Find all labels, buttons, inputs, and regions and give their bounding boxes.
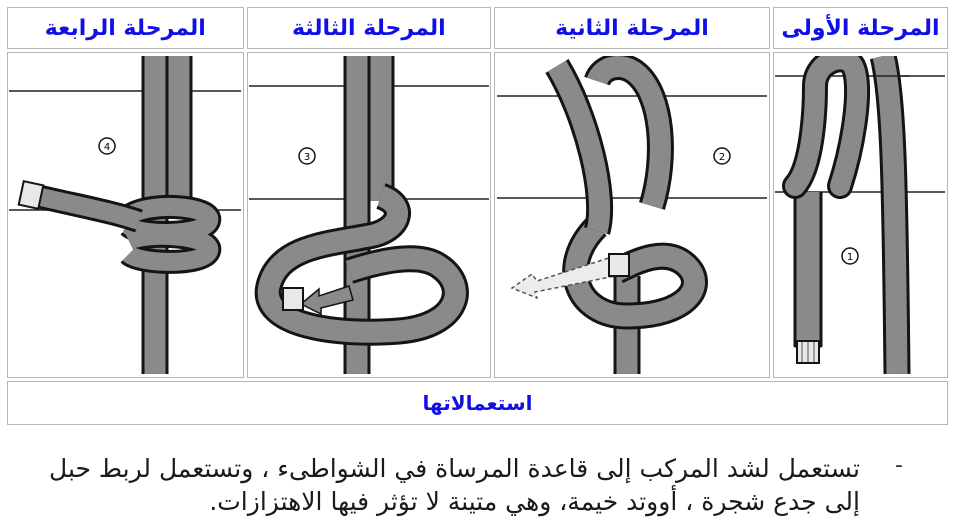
bullet-marker: - <box>895 453 903 478</box>
stage-2-number: 2 <box>719 152 725 163</box>
knot-stage-2-image: 2 <box>497 56 767 374</box>
stage-4-illustration: 4 <box>7 52 244 378</box>
stage-1-number: 1 <box>847 252 853 263</box>
uses-description-text: تستعمل لشد المركب إلى قاعدة المرساة في ا… <box>40 452 860 518</box>
uses-heading: استعمالاتها <box>7 381 948 425</box>
stage-3-number: 3 <box>304 152 310 163</box>
knot-stages-table: المرحلة الأولى المرحلة الثانية المرحلة ا… <box>4 4 951 428</box>
knot-stage-1-image: 1 <box>775 56 945 374</box>
stage-4-title: المرحلة الرابعة <box>7 7 244 49</box>
stage-1-illustration: 1 <box>773 52 948 378</box>
stage-2-illustration: 2 <box>494 52 770 378</box>
stage-3-title: المرحلة الثالثة <box>247 7 492 49</box>
knot-stage-3-image: 3 <box>249 56 489 374</box>
stage-3-illustration: 3 <box>247 52 492 378</box>
stage-4-number: 4 <box>104 142 110 153</box>
knot-stage-4-image: 4 <box>9 56 241 374</box>
stage-1-title: المرحلة الأولى <box>773 7 948 49</box>
uses-description: - تستعمل لشد المركب إلى قاعدة المرساة في… <box>0 446 955 526</box>
stage-2-title: المرحلة الثانية <box>494 7 770 49</box>
